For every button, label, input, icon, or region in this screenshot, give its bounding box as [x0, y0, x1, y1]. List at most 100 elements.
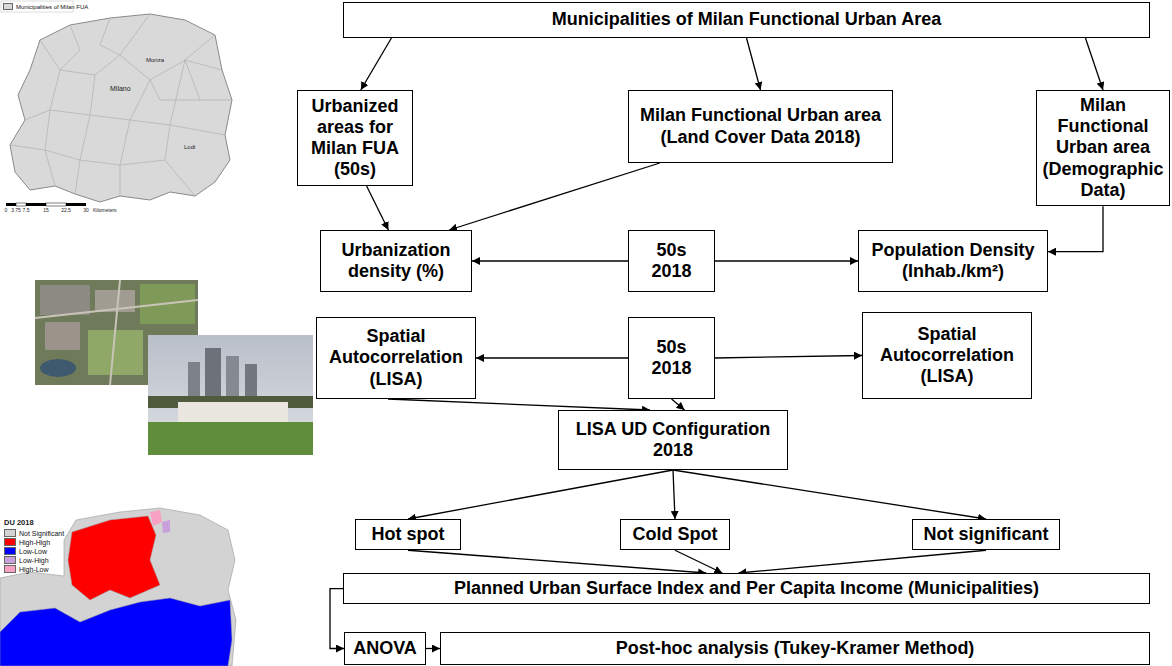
photo-building [178, 402, 288, 422]
box-label: 50s 2018 [634, 337, 709, 379]
process-box: Spatial Autocorrelation (LISA) [316, 317, 476, 399]
process-box: Population Density (Inhab./km²) [858, 230, 1048, 292]
box-label: Planned Urban Surface Index and Per Capi… [349, 578, 1144, 599]
flow-arrow [715, 260, 858, 261]
process-box: Milan Functional Urban area (Demographic… [1036, 90, 1170, 206]
map-outline [10, 14, 232, 202]
box-label: Spatial Autocorrelation (LISA) [868, 324, 1026, 388]
legend-text: Not Significant [19, 530, 64, 537]
scale-label: 0 [5, 208, 8, 213]
process-box: Municipalities of Milan Functional Urban… [343, 2, 1150, 38]
legend-text: Low-Low [19, 548, 47, 555]
box-label: Spatial Autocorrelation (LISA) [322, 326, 470, 390]
process-box: ANOVA [344, 632, 426, 665]
scale-label: 30 [83, 208, 89, 213]
flow-arrow [361, 38, 392, 90]
box-label: Not significant [918, 524, 1054, 545]
legend-swatch [4, 529, 16, 537]
legend-swatch [3, 3, 13, 10]
photo-tower [245, 364, 257, 400]
map-high-low [150, 510, 162, 526]
process-box: Urbanized areas for Milan FUA (50s) [297, 90, 413, 186]
legend-text: High-High [19, 539, 50, 546]
legend-row: Not Significant [4, 529, 64, 537]
scale-label: 3.75 [11, 208, 21, 213]
flow-arrow [472, 260, 628, 261]
box-label: Milan Functional Urban area (Demographic… [1042, 95, 1164, 201]
photo-block [40, 285, 90, 315]
flow-arrow [426, 648, 440, 649]
map-label: Milano [110, 85, 131, 92]
scale-segment [26, 203, 46, 206]
scale-segment [6, 203, 16, 206]
flow-arrow [715, 356, 862, 359]
box-label: Cold Spot [626, 524, 724, 545]
lisa-map [0, 508, 236, 666]
flow-arrow [1048, 206, 1103, 252]
legend-swatch [4, 565, 16, 573]
photo-block [45, 322, 80, 350]
box-label: Urbanized areas for Milan FUA (50s) [303, 96, 407, 181]
photo-tower [188, 362, 200, 400]
map-label: Lodi [184, 144, 195, 150]
legend-row: High-Low [4, 565, 49, 573]
scale-segment [16, 203, 26, 206]
map-not-significant [0, 508, 236, 666]
process-box: Post-hoc analysis (Tukey-Kramer Method) [440, 632, 1150, 665]
process-box: Urbanization density (%) [320, 230, 472, 292]
process-box: Planned Urban Surface Index and Per Capi… [343, 573, 1150, 604]
scale-label: Kilometers [93, 208, 117, 213]
flow-arrow [738, 550, 986, 573]
legend-row: Low-High [4, 556, 49, 564]
process-box: Cold Spot [620, 519, 730, 550]
flow-arrow [672, 399, 685, 410]
map-high-high [68, 516, 160, 600]
legend-text: Low-High [19, 557, 49, 564]
process-box: Hot spot [355, 519, 461, 550]
photo-pond [40, 359, 76, 377]
legend-text: Municipalities of Milan FUA [16, 4, 88, 10]
municipal-boundaries [10, 14, 232, 196]
flow-arrow [747, 38, 761, 90]
scale-label: 7.5 [23, 208, 30, 213]
map-low-high [162, 520, 170, 533]
flow-arrow [476, 357, 628, 358]
legend-row: High-High [4, 538, 50, 546]
scale-segment [66, 203, 86, 206]
photo-tower [205, 348, 221, 400]
map-low-low [0, 598, 232, 666]
scale-segment [46, 203, 66, 206]
legend-text: High-Low [19, 566, 49, 573]
legend-title: DU 2018 [4, 519, 34, 527]
flow-arrow [673, 470, 986, 519]
flow-arrow [1085, 38, 1103, 90]
process-box: 50s 2018 [628, 230, 715, 292]
box-label: 50s 2018 [634, 240, 709, 282]
photo-tower [226, 356, 239, 400]
flow-arrow [408, 470, 673, 519]
box-label: Hot spot [361, 524, 455, 545]
flow-arrow [408, 550, 706, 573]
municipalities-map [1, 1, 232, 206]
box-label: LISA UD Configuration 2018 [564, 419, 782, 461]
box-label: ANOVA [350, 638, 420, 659]
process-box: 50s 2018 [628, 317, 715, 399]
box-label: Urbanization density (%) [326, 240, 466, 282]
process-box: Spatial Autocorrelation (LISA) [862, 312, 1032, 399]
process-box: LISA UD Configuration 2018 [558, 410, 788, 470]
legend-swatch [4, 538, 16, 546]
process-box: Milan Functional Urban area (Land Cover … [628, 90, 893, 163]
flow-arrow [388, 399, 650, 410]
photo-sky [148, 335, 313, 455]
scale-label: 22.5 [61, 208, 71, 213]
box-label: Post-hoc analysis (Tukey-Kramer Method) [446, 638, 1144, 659]
flow-arrow [449, 163, 660, 230]
flow-arrow [673, 470, 675, 519]
box-label: Population Density (Inhab./km²) [864, 240, 1042, 282]
process-box: Not significant [912, 519, 1060, 550]
scale-bar [6, 203, 86, 206]
legend-row: Municipalities of Milan FUA [3, 3, 88, 10]
flow-arrow [675, 550, 722, 573]
